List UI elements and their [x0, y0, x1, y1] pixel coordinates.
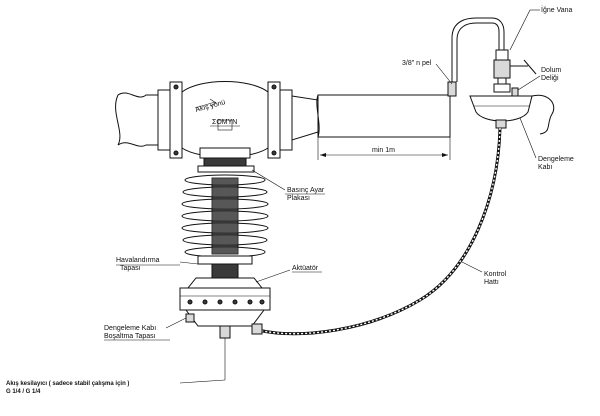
- doldurma-label-2: Deliği: [541, 75, 559, 82]
- basinc-ayar-label-1: Basınç Ayar: [287, 187, 325, 194]
- akis-kesici-label-2: G 1/4 / G 1/4: [6, 389, 41, 395]
- needle-valve: İğne Vana: [493, 5, 573, 85]
- pipe-left: [115, 81, 183, 159]
- bosaltma-label-2: Boşaltma Tapası: [104, 333, 156, 340]
- svg-text:ΣΟΜΥΝ: ΣΟΜΥΝ: [212, 119, 237, 126]
- dengeleme-kabi-label-2: Kabı: [538, 164, 552, 171]
- havalandirma-label-1: Havalandırma: [116, 257, 160, 264]
- impulse-tube: [451, 17, 505, 82]
- pipe-right: [267, 81, 451, 159]
- igne-vana-label: İğne Vana: [541, 5, 573, 14]
- aktuator-label: Aktüatör: [292, 265, 319, 272]
- actuator-fittings: Dengeleme Kabı Boşaltma Tapası: [104, 313, 263, 384]
- pipe-break: [531, 94, 555, 135]
- lower-stem: Havalandırma Tapası: [116, 255, 253, 279]
- valve-body: Akış yönü ΣΟΜΥΝ: [181, 81, 269, 158]
- doldurma-label-1: Dolum: [541, 67, 561, 74]
- akis-kesici-label-1: Akış kesilayıcı ( sadece stabil çalışma …: [6, 381, 129, 387]
- pel-fitting: 3/8" n pel: [402, 60, 457, 97]
- dimension-min-1m: min 1m: [317, 137, 451, 160]
- actuator: Aktüatör: [179, 265, 322, 327]
- adjustment-spring: [181, 174, 269, 258]
- basinc-ayar-label-2: Plakası: [287, 195, 310, 202]
- control-line: Kontrol Hattı: [257, 127, 507, 336]
- bosaltma-label-1: Dengeleme Kabı: [104, 325, 156, 332]
- kontrol-hatti-label-2: Hattı: [484, 279, 499, 286]
- havalandirma-label-2: Tapası: [120, 265, 141, 272]
- dengeleme-kabi-label-1: Dengeleme: [538, 156, 574, 163]
- kontrol-hatti-label-1: Kontrol: [484, 271, 507, 278]
- compensation-vessel: Dolum Deliği Dengeleme Kabı: [469, 67, 574, 171]
- min-1m-label: min 1m: [372, 147, 395, 154]
- valve-bonnet: Basınç Ayar Plakası: [197, 147, 325, 202]
- pel-label: 3/8" n pel: [402, 60, 432, 67]
